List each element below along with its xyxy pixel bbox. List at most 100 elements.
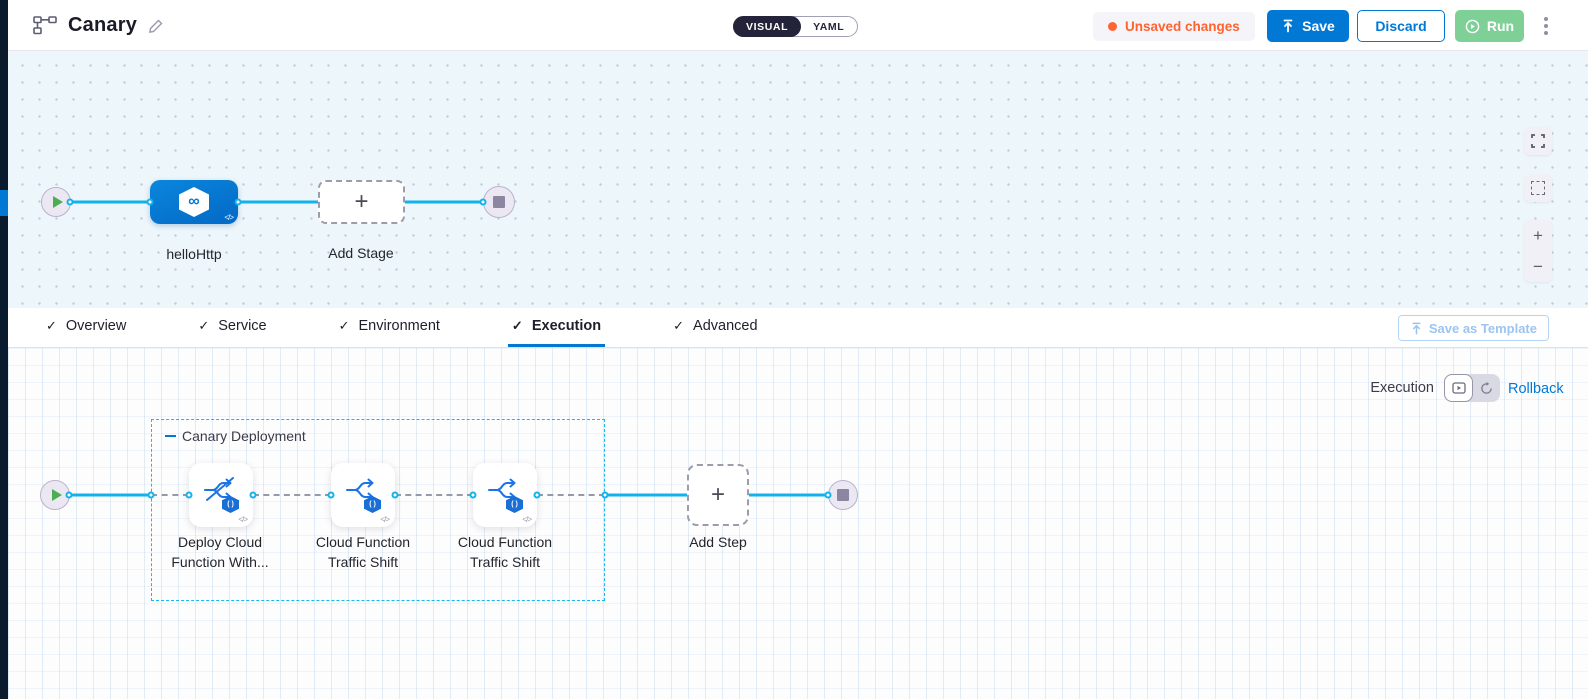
step-deploy-cloud-function[interactable]: ( ) </> [189,463,253,527]
execution-steps-icon [1451,382,1466,394]
node-port [234,198,242,206]
rollback-link[interactable]: Rollback [1508,381,1564,397]
page-title: Canary [68,14,138,36]
code-icon: </> [224,213,234,222]
connector-line [749,493,828,497]
stop-icon [837,489,849,501]
connector-line [605,493,687,497]
add-step-label: Add Step [689,534,747,550]
stop-icon [493,196,505,208]
zoom-controls: + − [1524,220,1552,282]
upload-icon [1412,322,1421,334]
toggle-yaml[interactable]: YAML [813,20,845,33]
collapse-group-icon[interactable] [165,434,176,438]
stage-tabbar: ✓ Overview ✓ Service ✓ Environment ✓ Exe… [8,308,1588,348]
check-icon: ✓ [673,318,685,333]
plus-icon: + [354,188,369,215]
check-icon: ✓ [198,318,210,333]
step-traffic-shift-2[interactable]: ( ) </> [473,463,537,527]
pipeline-header: Canary VISUAL YAML Unsaved changes Save … [8,0,1588,51]
execution-end-node [828,480,858,510]
start-play-icon [51,489,62,501]
connector-line [238,200,318,204]
node-port [479,198,487,206]
pipeline-start-node [41,187,71,217]
connector-line [69,493,151,497]
execution-graph-canvas[interactable]: Execution Rollback Canary Deployment [8,348,1588,699]
execution-mode-label: Execution [1370,380,1434,396]
execution-view-button[interactable] [1444,374,1473,402]
node-port [66,198,74,206]
connector-line [405,200,483,204]
start-play-icon [52,196,63,208]
stage-graph-canvas[interactable]: ∞ </> helloHttp + Add Stage + − [8,51,1588,308]
add-stage-button[interactable]: + [318,180,405,224]
check-icon: ✓ [511,318,523,333]
node-port [65,491,73,499]
save-button[interactable]: Save [1267,10,1349,42]
node-port [147,491,155,499]
tab-overview[interactable]: ✓ Overview [46,318,127,334]
connector-line [70,200,150,204]
code-icon: </> [522,515,532,524]
tab-environment[interactable]: ✓ Environment [338,318,440,334]
marquee-icon [1531,181,1545,195]
check-icon: ✓ [338,318,350,333]
node-port [249,491,257,499]
zoom-out-button[interactable]: − [1533,256,1543,276]
run-play-icon [1465,19,1480,33]
unsaved-changes-badge: Unsaved changes [1093,12,1255,41]
zoom-in-button[interactable]: + [1533,225,1543,245]
node-port [391,491,399,499]
traffic-shift-disabled-icon [204,477,234,502]
step-traffic-shift-1[interactable]: ( ) </> [331,463,395,527]
marquee-select-button[interactable] [1524,174,1552,202]
execution-start-node [40,480,70,510]
tab-service[interactable]: ✓ Service [198,318,267,334]
node-port [146,198,154,206]
pipeline-end-node [483,186,515,218]
save-as-template-button[interactable]: Save as Template [1397,315,1549,341]
nav-accent-marker [0,190,8,216]
tab-advanced[interactable]: ✓ Advanced [673,318,758,334]
connector-dashed-line [151,494,189,496]
run-button[interactable]: Run [1455,10,1524,42]
execution-rollback-toggle [1444,374,1500,402]
node-port [185,491,193,499]
node-port [327,491,335,499]
left-nav-rail[interactable] [0,0,8,699]
check-icon: ✓ [46,318,57,333]
connector-dashed-line [537,494,605,496]
rollback-view-button[interactable] [1473,374,1500,402]
stage-node-hellohttp[interactable]: ∞ </> [150,180,238,224]
node-port [469,491,477,499]
add-step-button[interactable]: + [687,464,749,526]
cloud-function-badge-icon: ( ) [364,496,381,513]
step-group-canary-deployment[interactable]: Canary Deployment [151,419,605,601]
node-port [533,491,541,499]
toggle-visual[interactable]: VISUAL [733,16,802,37]
visual-yaml-toggle: VISUAL YAML [733,16,859,37]
connector-dashed-line [395,494,473,496]
cloud-function-badge-icon: ( ) [506,496,523,513]
edit-title-icon[interactable] [148,18,164,34]
fullscreen-icon [1531,134,1545,148]
discard-button[interactable]: Discard [1357,10,1445,42]
pipeline-icon [33,16,57,35]
tab-execution[interactable]: ✓ Execution [507,308,606,347]
stage-type-icon: ∞ [179,187,209,217]
fullscreen-button[interactable] [1524,127,1552,155]
rollback-icon [1481,381,1492,394]
node-port [601,491,609,499]
connector-dashed-line [253,494,331,496]
upload-icon [1283,19,1293,33]
plus-icon: + [710,481,725,508]
cloud-function-badge-icon: ( ) [222,496,239,513]
more-options-menu[interactable] [1538,15,1554,37]
group-label: Canary Deployment [182,428,306,444]
add-stage-label: Add Stage [328,245,394,261]
unsaved-dot-icon [1108,22,1117,31]
